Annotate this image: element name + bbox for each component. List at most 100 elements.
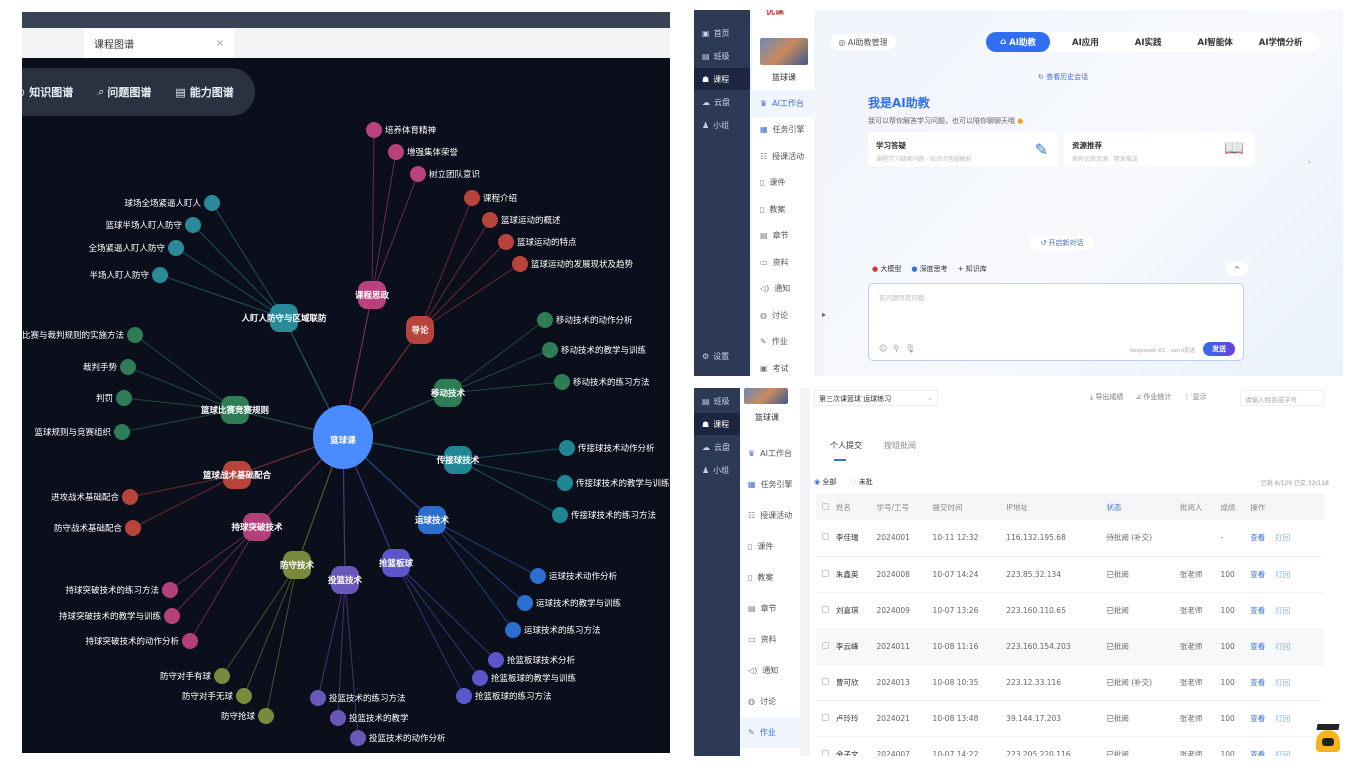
emoji-icon[interactable]: ☺ — [879, 344, 894, 353]
graph-leaf-node[interactable] — [204, 195, 220, 211]
tab-group[interactable]: 按组批阅 — [884, 441, 916, 450]
sidebar-settings[interactable]: ⚙设置 — [702, 351, 730, 361]
export-button[interactable]: ⤓ 导出成绩 — [1090, 393, 1124, 401]
filter-unreviewed[interactable]: ○ 未批 — [850, 478, 873, 486]
graph-leaf-node[interactable] — [542, 342, 558, 358]
graph-leaf-node[interactable] — [537, 312, 553, 328]
graph-leaf-node[interactable] — [162, 582, 178, 598]
graph-leaf-node[interactable] — [310, 690, 326, 706]
ai-mascot-icon[interactable] — [1314, 724, 1342, 754]
graph-hub-node[interactable] — [243, 513, 271, 541]
course-menu-item-10[interactable]: ▣考试 — [760, 363, 789, 373]
graph-leaf-node[interactable] — [464, 190, 480, 206]
tab-ai-assistant[interactable]: ⌂ AI助教 — [986, 32, 1050, 52]
course-menu-item-3[interactable]: ▯课件 — [748, 542, 774, 551]
close-icon[interactable]: × — [215, 38, 224, 49]
graph-leaf-node[interactable] — [517, 595, 533, 611]
card-study-qa[interactable]: 学习答疑 课程学习疑难问题 · 知识点答疑解析 ✎ — [868, 132, 1058, 166]
graph-hub-node[interactable] — [418, 506, 446, 534]
graph-hub-node[interactable] — [331, 566, 359, 594]
view-link[interactable]: 查看 — [1250, 533, 1266, 543]
course-menu-item-0[interactable]: ♛AI工作台 — [752, 90, 816, 117]
filter-all[interactable]: ◉ 全部 — [814, 478, 837, 486]
card-resource-recommend[interactable]: 资源推荐 推荐优质资源 · 精准推送 📖 — [1064, 132, 1254, 166]
graph-leaf-node[interactable] — [488, 652, 504, 668]
chip-model[interactable]: ● 大模型 — [872, 265, 902, 273]
course-menu-item-5[interactable]: ▤章节 — [760, 231, 789, 241]
column-header[interactable]: 状态 — [1100, 494, 1174, 520]
graph-leaf-node[interactable] — [366, 122, 382, 138]
row-checkbox[interactable] — [816, 556, 830, 593]
graph-leaf-node[interactable] — [164, 608, 180, 624]
sidebar-item-0[interactable]: ▣首页 — [702, 28, 730, 38]
toolbar-question-graph[interactable]: ⌕问题图谱 — [97, 85, 152, 99]
sidebar-item-1[interactable]: ☗课程 — [694, 413, 740, 435]
return-link[interactable]: 打回 — [1275, 749, 1291, 757]
sidebar-item-0[interactable]: ▤班级 — [702, 396, 730, 406]
chip-knowledge-base[interactable]: + 知识库 — [957, 265, 987, 273]
course-menu-item-2[interactable]: ☷授课活动 — [760, 151, 805, 161]
course-menu-item-7[interactable]: ◁)通知 — [760, 284, 791, 294]
next-arrow-icon[interactable]: › — [1308, 158, 1311, 166]
course-menu-item-1[interactable]: ▦任务引擎 — [748, 480, 793, 489]
return-link[interactable]: 打回 — [1275, 569, 1291, 579]
graph-leaf-node[interactable] — [350, 730, 366, 746]
graph-hub-node[interactable] — [358, 281, 386, 309]
row-checkbox[interactable] — [816, 664, 830, 701]
graph-leaf-node[interactable] — [185, 217, 201, 233]
graph-canvas[interactable]: 培养体育精神增强集体荣誉树立团队意识课程思政课程介绍篮球运动的概述篮球运动的特点… — [22, 12, 670, 753]
graph-leaf-node[interactable] — [114, 424, 130, 440]
view-link[interactable]: 查看 — [1250, 641, 1266, 651]
tab-course-graph[interactable]: 课程图谱 × — [84, 29, 234, 58]
view-link[interactable]: 查看 — [1250, 605, 1266, 615]
graph-leaf-node[interactable] — [505, 622, 521, 638]
graph-hub-node[interactable] — [283, 551, 311, 579]
row-checkbox[interactable] — [816, 592, 830, 629]
course-menu-item-5[interactable]: ▤章节 — [748, 604, 777, 613]
chip-deep-think[interactable]: ● 深度思考 — [911, 265, 948, 273]
graph-hub-node[interactable] — [406, 316, 434, 344]
history-link[interactable]: ↻ 查看历史会话 — [1038, 73, 1089, 81]
return-link[interactable]: 打回 — [1275, 641, 1291, 651]
chat-input[interactable]: 有问题尽管问我 — [879, 294, 925, 302]
view-link[interactable]: 查看 — [1250, 677, 1266, 687]
graph-leaf-node[interactable] — [388, 144, 404, 160]
graph-leaf-node[interactable] — [410, 166, 426, 182]
sidebar-item-1[interactable]: ▤班级 — [702, 51, 730, 61]
graph-leaf-node[interactable] — [530, 568, 546, 584]
graph-hub-node[interactable] — [434, 379, 462, 407]
tab-ai-analysis[interactable]: AI学情分析 — [1258, 38, 1303, 48]
graph-leaf-node[interactable] — [552, 507, 568, 523]
expand-arrow-icon[interactable]: ▸ — [822, 310, 827, 319]
return-link[interactable]: 打回 — [1275, 605, 1291, 615]
graph-leaf-node[interactable] — [152, 267, 168, 283]
course-menu-item-4[interactable]: ▯教案 — [760, 204, 786, 214]
graph-leaf-node[interactable] — [120, 359, 136, 375]
course-menu-item-8[interactable]: ◍讨论 — [760, 310, 788, 320]
course-menu-item-7[interactable]: ◁)通知 — [748, 666, 779, 675]
row-checkbox[interactable] — [816, 520, 830, 557]
sidebar-item-3[interactable]: ♟小组 — [702, 465, 730, 475]
graph-leaf-node[interactable] — [125, 520, 141, 536]
course-menu-item-9[interactable]: ✎作业 — [740, 717, 800, 748]
graph-leaf-node[interactable] — [482, 212, 498, 228]
course-menu-item-6[interactable]: ▭资料 — [760, 257, 789, 267]
course-menu-item-8[interactable]: ◍讨论 — [748, 697, 776, 706]
graph-hub-node[interactable] — [270, 304, 298, 332]
graph-leaf-node[interactable] — [214, 668, 230, 684]
view-link[interactable]: 查看 — [1250, 713, 1266, 723]
graph-leaf-node[interactable] — [498, 234, 514, 250]
graph-leaf-node[interactable] — [554, 374, 570, 390]
sidebar-item-2[interactable]: ☁云盘 — [702, 442, 730, 452]
tab-individual[interactable]: 个人提交 — [830, 440, 862, 461]
graph-hub-node[interactable] — [223, 461, 251, 489]
graph-leaf-node[interactable] — [182, 633, 198, 649]
return-link[interactable]: 打回 — [1275, 713, 1291, 723]
course-menu-item-2[interactable]: ☷授课活动 — [748, 511, 793, 520]
tab-ai-apps[interactable]: AI应用 — [1072, 38, 1099, 48]
graph-center-node[interactable] — [313, 405, 373, 469]
course-menu-item-1[interactable]: ▦任务引擎 — [760, 125, 805, 135]
view-link[interactable]: 查看 — [1250, 749, 1266, 757]
graph-leaf-node[interactable] — [168, 240, 184, 256]
mic-icon[interactable]: 🎙 — [905, 344, 922, 353]
